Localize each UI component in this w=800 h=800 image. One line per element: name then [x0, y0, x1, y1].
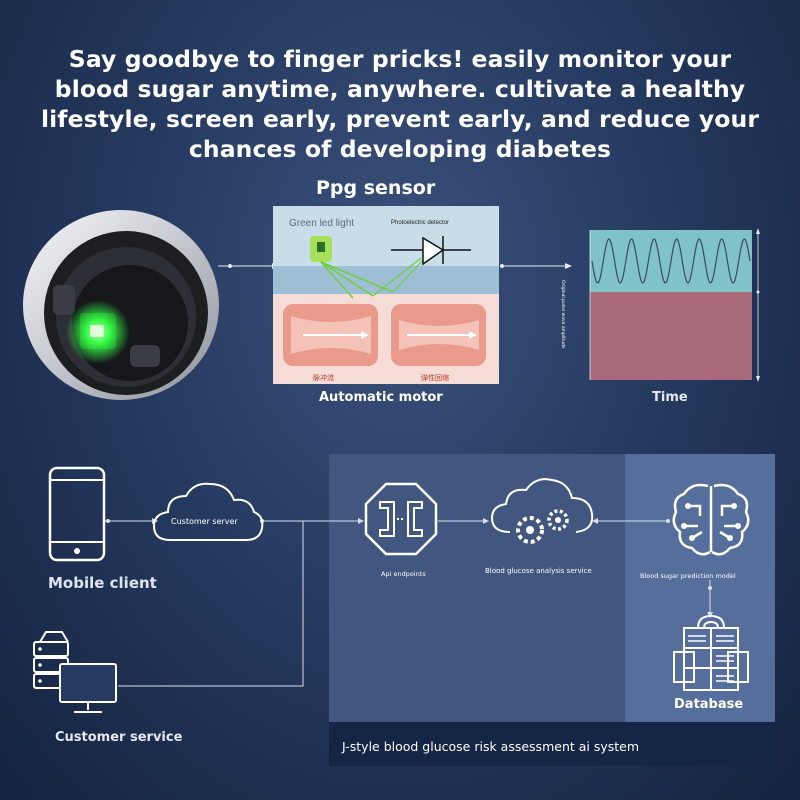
- cloud-gears-icon: [490, 478, 594, 544]
- analysis-service-label: Blood glucose analysis service: [485, 567, 592, 575]
- database-label: Database: [674, 697, 744, 712]
- pulse-flow-caption: 脉冲流: [313, 375, 334, 382]
- headline-line-1: Say goodbye to finger pricks! easily mon…: [68, 45, 732, 73]
- api-endpoints-label: Api endpoints: [381, 570, 426, 578]
- server-desktop-icon: [33, 631, 117, 713]
- automatic-motor-label: Automatic motor: [319, 390, 443, 405]
- customer-service-label: Customer service: [55, 730, 183, 745]
- waveform-y-label: Original pulse wave amplitude: [560, 280, 565, 349]
- headline-line-4: chances of developing diabetes: [188, 135, 612, 163]
- brain-circuit-icon: [672, 483, 750, 556]
- smart-ring-image: [23, 210, 219, 400]
- ppg-sensor-diagram: Green led light Photoelectric detector 脉…: [273, 206, 499, 384]
- headline-line-3: lifestyle, screen early, prevent early, …: [40, 105, 760, 133]
- system-footer-title: J-style blood glucose risk assessment ai…: [342, 739, 640, 754]
- system-footer-bar: [329, 722, 775, 766]
- cloud-icon: [152, 482, 264, 541]
- headline: Say goodbye to finger pricks! easily mon…: [10, 44, 790, 164]
- prediction-panel: [625, 454, 775, 722]
- waveform-time-label: Time: [652, 390, 688, 405]
- mobile-client-label: Mobile client: [48, 574, 157, 592]
- customer-server-label: Customer server: [171, 517, 238, 526]
- elastic-recoil-caption: 弹性回缩: [421, 375, 449, 382]
- pulse-wave-line: [591, 238, 751, 284]
- pulse-waveform: [589, 228, 760, 382]
- headline-line-2: blood sugar anytime, anywhere. cultivate…: [54, 75, 746, 103]
- connection-lines: [105, 518, 713, 687]
- ppg-sensor-title: Ppg sensor: [316, 177, 436, 199]
- green-led-label: Green led light: [289, 218, 355, 229]
- prediction-model-label: Blood sugar prediction model: [640, 572, 736, 580]
- mobile-phone-icon: [48, 466, 106, 562]
- database-icon: [673, 614, 749, 691]
- photoelectric-detector-label: Photoelectric detector: [391, 220, 450, 226]
- api-endpoints-icon: [364, 482, 438, 556]
